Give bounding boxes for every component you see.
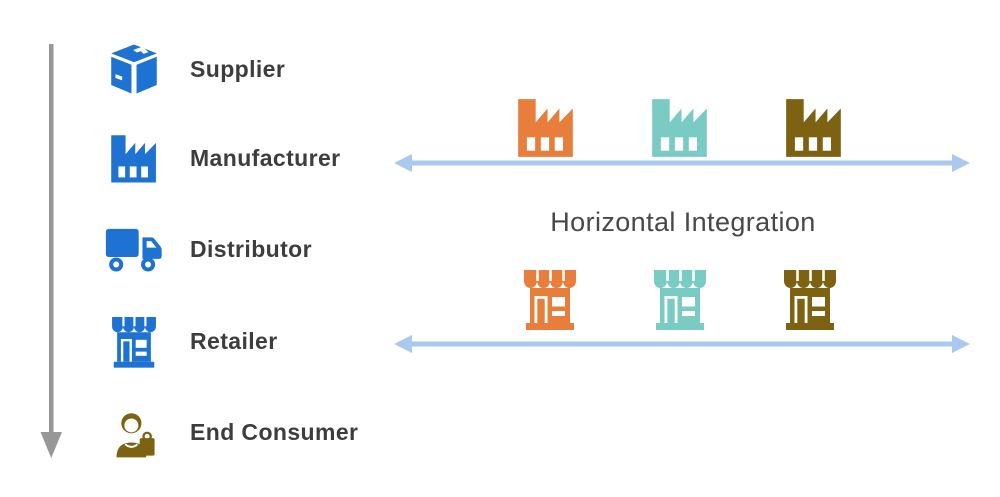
factories-row bbox=[395, 95, 965, 157]
manufacturer-integration-arrow bbox=[394, 154, 970, 172]
factory-teal-icon bbox=[652, 99, 707, 157]
store-teal-icon bbox=[654, 270, 706, 330]
stage-label-end-consumer: End Consumer bbox=[190, 418, 359, 445]
box-icon bbox=[103, 42, 165, 96]
stage-row-supplier: Supplier bbox=[103, 40, 285, 98]
factory-olive-icon bbox=[786, 99, 841, 157]
stage-label-supplier: Supplier bbox=[190, 55, 286, 82]
consumer-icon bbox=[103, 406, 165, 458]
stage-label-distributor: Distributor bbox=[190, 235, 312, 262]
stage-label-manufacturer: Manufacturer bbox=[190, 144, 341, 171]
stage-label-retailer: Retailer bbox=[190, 327, 278, 354]
retailer-integration-arrow bbox=[394, 335, 970, 353]
diagram-title: Horizontal Integration bbox=[550, 207, 816, 237]
store-olive-icon bbox=[784, 270, 836, 330]
store-orange-icon bbox=[524, 270, 576, 330]
store-icon bbox=[103, 315, 165, 368]
stage-row-consumer: End Consumer bbox=[103, 403, 358, 461]
truck-icon bbox=[103, 226, 165, 273]
stores-row bbox=[395, 264, 965, 332]
stage-row-retailer: Retailer bbox=[103, 312, 278, 370]
stage-row-manufacturer: Manufacturer bbox=[103, 129, 341, 187]
stage-row-distributor: Distributor bbox=[103, 220, 312, 278]
factory-orange-icon bbox=[518, 99, 573, 157]
supply-chain-flow-arrow bbox=[40, 44, 62, 458]
factory-icon bbox=[103, 133, 165, 183]
